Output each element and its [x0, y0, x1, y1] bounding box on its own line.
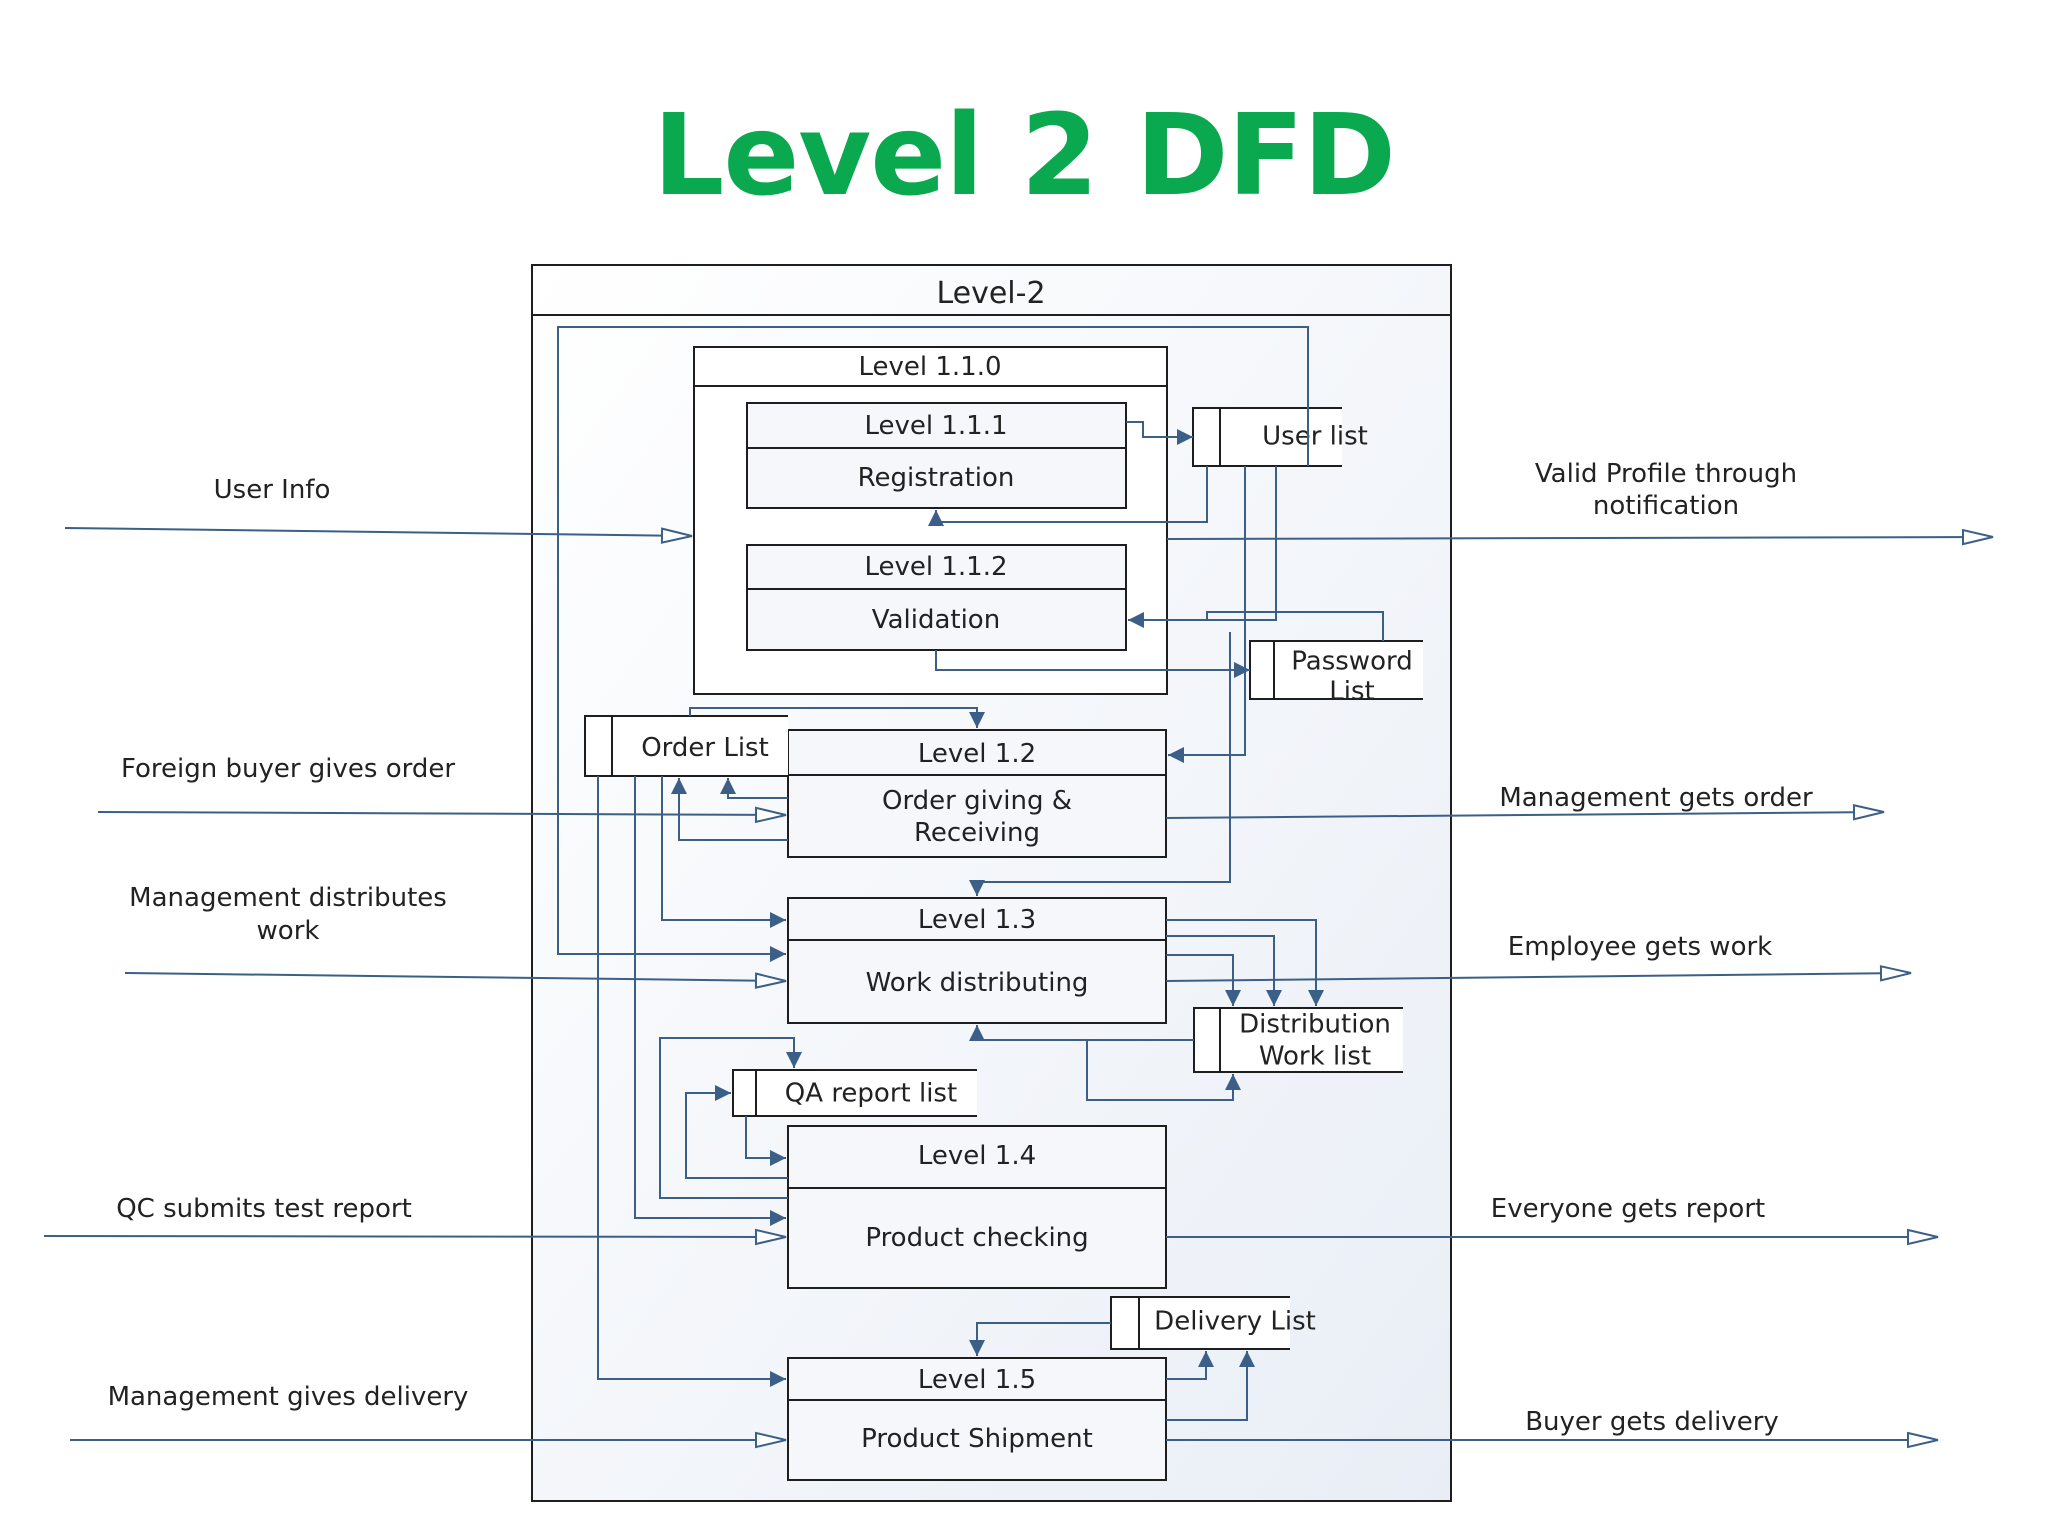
datastore-label: User list: [1262, 422, 1368, 452]
process-level: Level 1.5: [918, 1365, 1036, 1395]
process-level-1-1-0-title: Level 1.1.0: [858, 352, 1001, 382]
output-flows: [1165, 528, 1994, 1449]
process-product-checking[interactable]: Level 1.4 Product checking: [787, 1125, 1167, 1289]
internal-flows: [557, 326, 1384, 1421]
flow-management-distributes: [124, 972, 787, 989]
process-name: Product Shipment: [861, 1424, 1093, 1454]
label-valid-profile-line-2: notification: [1593, 491, 1739, 521]
flow-employee-gets-work: [1165, 965, 1912, 982]
flow-valid-profile: [1166, 528, 1994, 546]
label-valid-profile: Valid Profile through: [1535, 459, 1797, 489]
datastore-label: Delivery List: [1154, 1307, 1316, 1337]
label-foreign-buyer: Foreign buyer gives order: [121, 754, 455, 784]
datastore-label: Password: [1291, 647, 1412, 677]
external-labels: User Info Foreign buyer gives order Mana…: [108, 459, 1813, 1437]
process-level: Level 1.3: [918, 905, 1036, 935]
label-qc-submits: QC submits test report: [116, 1194, 412, 1224]
frame-title: Level-2: [936, 276, 1045, 311]
process-validation[interactable]: Level 1.1.2 Validation: [746, 544, 1127, 651]
datastore-user-list[interactable]: User list: [1192, 407, 1368, 467]
flow-foreign-buyer: [97, 806, 787, 824]
datastore-order-list[interactable]: Order List: [584, 715, 788, 777]
process-order-giving[interactable]: Level 1.2 Order giving & Receiving: [787, 729, 1167, 858]
label-management-delivery: Management gives delivery: [108, 1382, 469, 1412]
process-product-shipment[interactable]: Level 1.5 Product Shipment: [787, 1357, 1167, 1481]
datastore-qa-report-list[interactable]: QA report list: [732, 1069, 977, 1117]
label-everyone-gets-report: Everyone gets report: [1491, 1194, 1765, 1224]
slide-title: Level 2 DFD: [652, 91, 1396, 221]
process-level: Level 1.2: [918, 739, 1036, 769]
process-level: Level 1.4: [918, 1141, 1036, 1171]
datastore-label: Order List: [641, 733, 769, 763]
label-management-gets-order: Management gets order: [1499, 783, 1813, 813]
datastore-label-line-2: List: [1329, 677, 1374, 707]
process-name-line-2: Receiving: [914, 818, 1040, 848]
process-name: Product checking: [865, 1223, 1088, 1253]
label-employee-gets-work: Employee gets work: [1508, 932, 1772, 962]
datastore-label-line-2: Work list: [1259, 1042, 1371, 1072]
label-management-distributes: Management distributes: [129, 883, 447, 913]
process-name: Order giving &: [882, 786, 1072, 816]
flow-user-info: [64, 527, 693, 544]
process-level: Level 1.1.2: [864, 552, 1007, 582]
flow-management-gets-order: [1165, 803, 1885, 821]
datastore-password-list[interactable]: Password List: [1249, 640, 1423, 707]
label-buyer-gets-delivery: Buyer gets delivery: [1525, 1407, 1779, 1437]
datastore-label: Distribution: [1239, 1010, 1391, 1040]
process-name: Registration: [858, 463, 1015, 493]
process-name: Work distributing: [866, 968, 1089, 998]
label-management-distributes-line-2: work: [257, 916, 320, 946]
label-user-info: User Info: [214, 475, 331, 505]
datastore-distribution-work-list[interactable]: Distribution Work list: [1193, 1007, 1403, 1073]
datastore-label: QA report list: [785, 1079, 957, 1109]
process-work-distributing[interactable]: Level 1.3 Work distributing: [787, 897, 1167, 1024]
process-level: Level 1.1.1: [864, 411, 1007, 441]
datastore-delivery-list[interactable]: Delivery List: [1110, 1296, 1316, 1350]
process-name: Validation: [872, 605, 1000, 635]
flow-qc-submits: [43, 1228, 787, 1246]
process-registration[interactable]: Level 1.1.1 Registration: [746, 402, 1127, 509]
input-flows: [43, 527, 787, 1449]
